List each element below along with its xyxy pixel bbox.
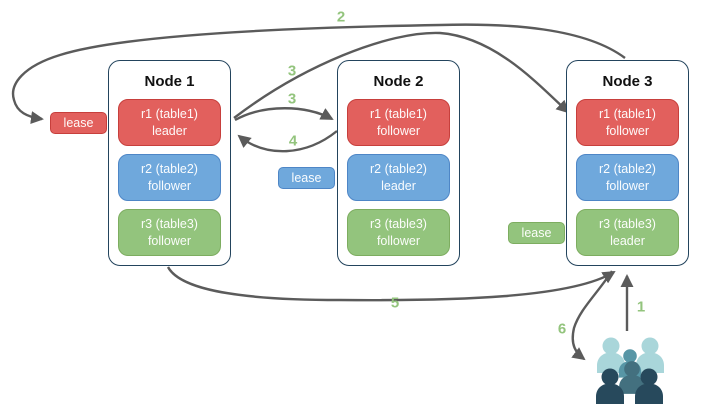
node-1-replica-r2: r2 (table2) follower: [118, 154, 221, 201]
replica-role: leader: [610, 233, 645, 248]
node-1-replica-r1: r1 (table1) leader: [118, 99, 221, 146]
replica-label: r1 (table1): [141, 107, 198, 122]
replica-role: follower: [605, 178, 650, 193]
step-label-4: 4: [288, 132, 298, 150]
replica-label: r3 (table3): [141, 217, 198, 232]
replica-label: r2 (table2): [370, 162, 427, 177]
step-label-3a: 3: [287, 62, 297, 80]
node-3-replica-r1: r1 (table1) follower: [576, 99, 679, 146]
node-2: Node 2 r1 (table1) follower r2 (table2) …: [337, 60, 460, 266]
replica-label: r3 (table3): [370, 217, 427, 232]
step-label-2: 2: [336, 8, 346, 26]
replica-role: follower: [376, 123, 421, 138]
replica-label: r3 (table3): [599, 217, 656, 232]
replica-role: follower: [147, 178, 192, 193]
node-2-title: Node 2: [373, 73, 424, 90]
replica-role: follower: [147, 233, 192, 248]
lease-badge-table2: lease: [278, 167, 335, 189]
arrow-step3-node1-to-node2: [234, 107, 334, 122]
replica-label: r1 (table1): [599, 107, 656, 122]
replica-role: follower: [376, 233, 421, 248]
users-icon: [596, 337, 664, 404]
step-label-6: 6: [557, 320, 567, 338]
replica-label: r2 (table2): [599, 162, 656, 177]
node-1-title: Node 1: [144, 73, 195, 90]
step-label-3b: 3: [287, 90, 297, 108]
node-2-replica-r1: r1 (table1) follower: [347, 99, 450, 146]
lease-badge-table3: lease: [508, 222, 565, 244]
lease-badge-table1: lease: [50, 112, 107, 134]
node-1-replica-r3: r3 (table3) follower: [118, 209, 221, 256]
node-2-replica-r2: r2 (table2) leader: [347, 154, 450, 201]
node-2-replica-r3: r3 (table3) follower: [347, 209, 450, 256]
node-3-replica-r3: r3 (table3) leader: [576, 209, 679, 256]
arrow-step2-node3-to-lease: [11, 23, 626, 124]
step-label-5: 5: [390, 294, 400, 312]
arrow-step6-node3-to-users: [571, 270, 614, 361]
replica-role: leader: [152, 123, 187, 138]
replica-label: r1 (table1): [370, 107, 427, 122]
replica-role: leader: [381, 178, 416, 193]
step-label-1: 1: [636, 298, 646, 316]
node-3-title: Node 3: [602, 73, 653, 90]
replica-role: follower: [605, 123, 650, 138]
node-3-replica-r2: r2 (table2) follower: [576, 154, 679, 201]
replica-label: r2 (table2): [141, 162, 198, 177]
node-1: Node 1 r1 (table1) leader r2 (table2) fo…: [108, 60, 231, 266]
node-3: Node 3 r1 (table1) follower r2 (table2) …: [566, 60, 689, 266]
